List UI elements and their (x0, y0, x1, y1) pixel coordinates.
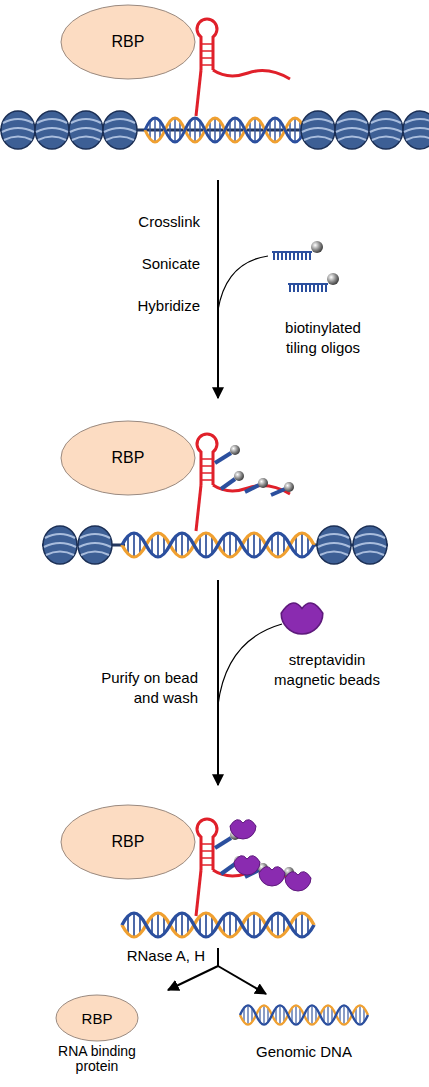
protein-label: RBP (55, 994, 139, 1042)
step-label: Purify on bead and wash (80, 668, 198, 707)
protein-outline (61, 421, 195, 495)
dna-helix (145, 118, 305, 142)
nucleosome (103, 111, 137, 149)
dna-helix (240, 1005, 368, 1024)
rna-hairpin (196, 819, 290, 916)
nucleosome (317, 526, 351, 564)
rna-hairpin (196, 434, 290, 531)
reagent-curve (218, 624, 282, 705)
oligo-probe (288, 273, 339, 292)
protein-outline (61, 5, 195, 79)
protein-blob: RBP (60, 420, 196, 496)
nucleosome (43, 526, 77, 564)
protein-label: RBP (60, 804, 196, 880)
streptavidin-bead (281, 603, 323, 634)
protein-outline (61, 805, 195, 879)
dna-helix (122, 913, 314, 937)
nucleosome (1, 111, 35, 149)
step-label: Sonicate (70, 254, 200, 274)
protein-outline (56, 995, 138, 1041)
nucleosome (403, 111, 429, 149)
protein-caption: RNA binding protein (41, 1044, 153, 1075)
split-arrow (218, 966, 266, 994)
nucleosome (353, 526, 387, 564)
step-arrow (217, 180, 219, 398)
step-label: biotinylated tiling oligos (268, 318, 378, 357)
step-arrow (217, 580, 219, 785)
protein-label: RBP (60, 420, 196, 496)
reagent-curve (218, 256, 268, 310)
nucleosome (335, 111, 369, 149)
protein-blob: RBP (60, 4, 196, 80)
protein-blob: RBPRNA binding protein (55, 994, 139, 1042)
oligo-probe (272, 241, 323, 260)
nucleosome (369, 111, 403, 149)
step-label: streptavidin magnetic beads (262, 650, 392, 689)
oligo-probe (215, 445, 294, 495)
step-label: RNase A, H (60, 946, 205, 966)
nucleosome (78, 526, 112, 564)
streptavidin-bead (285, 872, 311, 891)
dna-helix (122, 533, 314, 557)
step-label: Hybridize (70, 296, 200, 316)
streptavidin-bead (234, 856, 260, 875)
rna-hairpin (196, 19, 290, 116)
step-label: Crosslink (70, 212, 200, 232)
nucleosome (69, 111, 103, 149)
protein-label: RBP (60, 4, 196, 80)
streptavidin-bead (230, 820, 256, 839)
step-label: Genomic DNA (224, 1042, 384, 1062)
nucleosome (35, 111, 69, 149)
nucleosome (301, 111, 335, 149)
streptavidin-bead (259, 867, 285, 886)
protein-blob: RBP (60, 804, 196, 880)
